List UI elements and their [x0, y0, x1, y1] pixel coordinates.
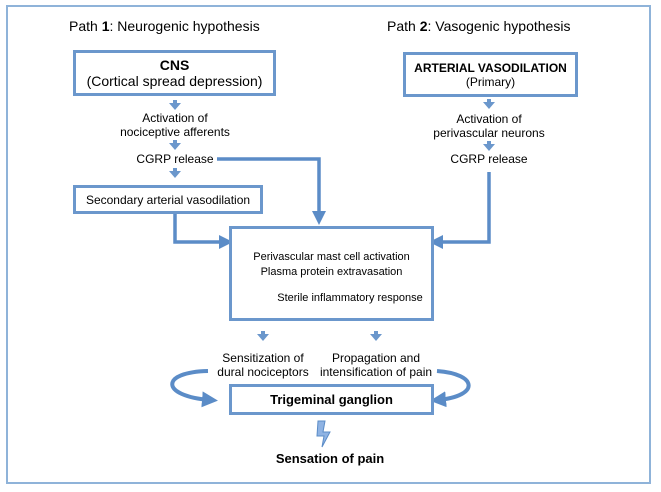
- arrow-activation-to-cgrp-2: [483, 141, 495, 151]
- small-arrows-path2: [483, 99, 495, 151]
- activation-nociceptive-label: Activation of nociceptive afferents: [120, 111, 230, 140]
- arrow-ganglion-to-pain: [316, 420, 331, 448]
- diagram-frame: [6, 5, 651, 484]
- arrow-cgrp-to-secondary: [169, 168, 181, 178]
- cgrp-release-path2: CGRP release: [450, 152, 528, 166]
- sensitization-label: Sensitization of dural nociceptors: [217, 351, 309, 380]
- path1-number: 1: [101, 18, 110, 34]
- inflammation-box: Perivascular mast cell activation Plasma…: [229, 226, 434, 321]
- cns-box: CNS (Cortical spread depression): [73, 50, 276, 96]
- arrow-cns-to-activation: [169, 100, 181, 110]
- arrow-center-to-sensitization: [257, 331, 269, 341]
- cns-subtitle: (Cortical spread depression): [86, 73, 263, 89]
- connector-cgrp2-to-center: [429, 172, 491, 249]
- plasma-extravasation-label: Plasma protein extravasation: [260, 266, 403, 278]
- arrow-activation-to-cgrp: [169, 140, 181, 150]
- secondary-vasodilation-label: Secondary arterial vasodilation: [85, 192, 251, 207]
- path2-header: Path 2: Vasogenic hypothesis: [387, 18, 571, 34]
- arterial-vasodilation-box: ARTERIAL VASODILATION (Primary): [403, 52, 578, 97]
- connector-cgrp1-to-center: [217, 157, 326, 225]
- curved-arrow-left: [170, 369, 218, 408]
- arrow-arterial-to-activation: [483, 99, 495, 109]
- mast-cell-activation-label: Perivascular mast cell activation: [253, 251, 410, 263]
- trigeminal-ganglion-label: Trigeminal ganglion: [270, 392, 393, 407]
- propagation-label: Propagation and intensification of pain: [319, 351, 433, 380]
- secondary-vasodilation-box: Secondary arterial vasodilation: [73, 185, 263, 214]
- path2-number: 2: [419, 18, 428, 34]
- big-connectors: [173, 157, 491, 249]
- curved-arrow-right: [430, 369, 471, 408]
- small-arrows-path1: [169, 100, 181, 178]
- connector-secondary-to-center: [173, 214, 233, 249]
- sensation-of-pain-label: Sensation of pain: [275, 451, 385, 466]
- cns-title: CNS: [159, 57, 190, 73]
- cgrp-release-path1: CGRP release: [136, 152, 214, 166]
- curved-arrows: [170, 369, 471, 408]
- arrow-center-to-propagation: [370, 331, 382, 341]
- path1-header: Path 1: Neurogenic hypothesis: [69, 18, 260, 34]
- trigeminal-ganglion-box: Trigeminal ganglion: [229, 384, 434, 415]
- sterile-inflammation-label: Sterile inflammatory response: [277, 292, 423, 304]
- activation-perivascular-label: Activation of perivascular neurons: [433, 112, 545, 141]
- arterial-subtitle: (Primary): [465, 74, 516, 89]
- arterial-title: ARTERIAL VASODILATION: [414, 60, 567, 75]
